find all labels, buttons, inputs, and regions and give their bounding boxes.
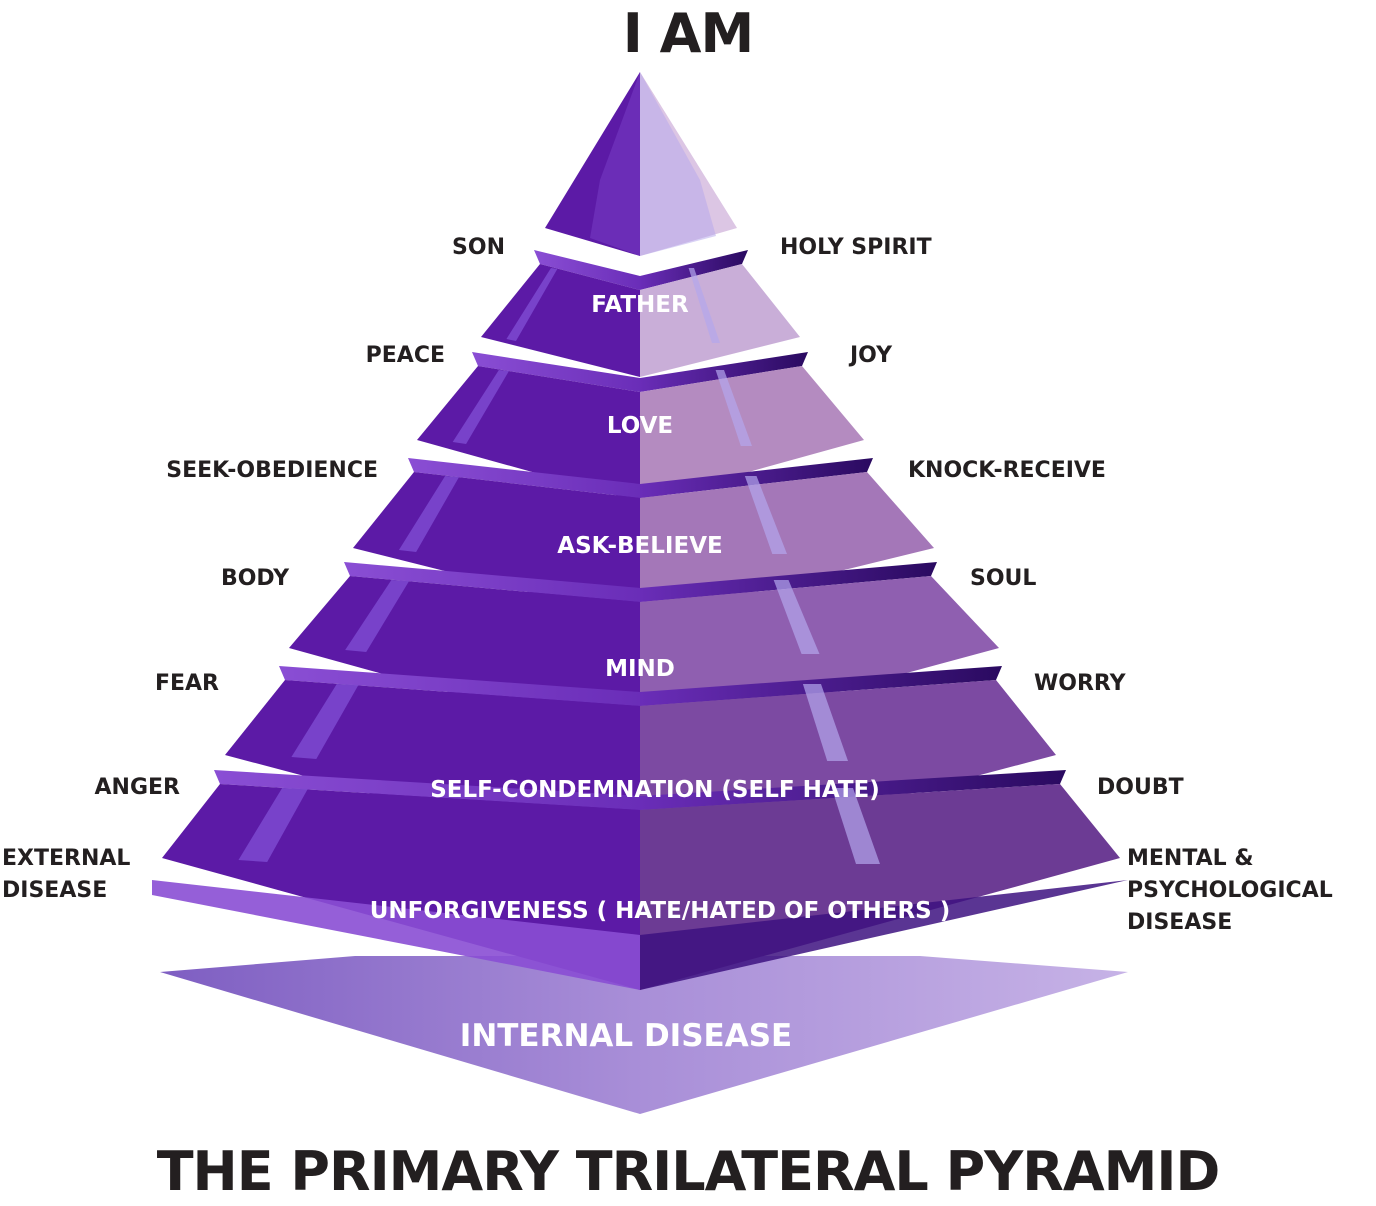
tier-2 (481, 250, 800, 377)
left-stripe (291, 684, 359, 759)
base-label: INTERNAL DISEASE (459, 1018, 793, 1054)
ledge-left (408, 458, 640, 498)
platform-left (152, 880, 640, 990)
right-stripe (831, 788, 880, 864)
apex-right-highlight (640, 72, 716, 256)
right-stripe (688, 268, 720, 343)
ledge-left (279, 666, 640, 706)
right-stripe (744, 476, 787, 554)
right-label-1: HOLY SPIRIT (780, 235, 932, 260)
right-stripe (773, 580, 820, 654)
right-label-5: WORRY (1034, 671, 1126, 696)
ledge-left (534, 250, 640, 290)
left-stripe (452, 370, 509, 444)
left-stripe (345, 580, 410, 652)
center-label-7: UNFORGIVENESS ( HATE/HATED OF OTHERS ) (369, 898, 951, 924)
right-stripe (802, 684, 848, 761)
diagram-title: THE PRIMARY TRILATERAL PYRAMID (156, 1140, 1221, 1203)
center-label-5: MIND (605, 656, 675, 682)
left-label-2: PEACE (365, 343, 445, 368)
left-stripe (506, 268, 558, 341)
platform-right (640, 880, 1128, 990)
center-label-4: ASK-BELIEVE (557, 533, 723, 559)
left-face (417, 366, 640, 502)
ledge-left (214, 770, 640, 810)
tier-1 (545, 72, 737, 256)
left-label-6: ANGER (94, 775, 180, 800)
tier-3 (417, 352, 864, 502)
left-stripe (238, 788, 308, 862)
apex-highlight (590, 72, 640, 256)
ledge-left (472, 352, 640, 392)
right-label-2: JOY (850, 343, 893, 368)
right-stripe (715, 370, 752, 446)
left-face (481, 264, 640, 377)
ledge-left (344, 562, 640, 602)
right-face (640, 366, 864, 502)
right-label-4: SOUL (970, 566, 1037, 591)
center-label-3: LOVE (606, 413, 674, 439)
internal-disease-arrow (160, 956, 1128, 1114)
right-label-6: DOUBT (1097, 775, 1184, 800)
base-arrow-shape (160, 956, 1128, 1114)
right-face (640, 264, 800, 377)
right-label-3: KNOCK-RECEIVE (908, 458, 1106, 483)
left-label-1: SON (452, 235, 505, 260)
center-label-6: SELF-CONDEMNATION (SELF HATE) (430, 777, 880, 803)
left-stripe (398, 476, 460, 552)
title-i-am: I AM (622, 2, 754, 65)
left-label-4: BODY (220, 566, 289, 591)
left-label-5: FEAR (154, 671, 219, 696)
left-label-3: SEEK-OBEDIENCE (166, 458, 378, 483)
pyramid-tiers (152, 72, 1128, 990)
center-label-2: FATHER (591, 292, 689, 318)
